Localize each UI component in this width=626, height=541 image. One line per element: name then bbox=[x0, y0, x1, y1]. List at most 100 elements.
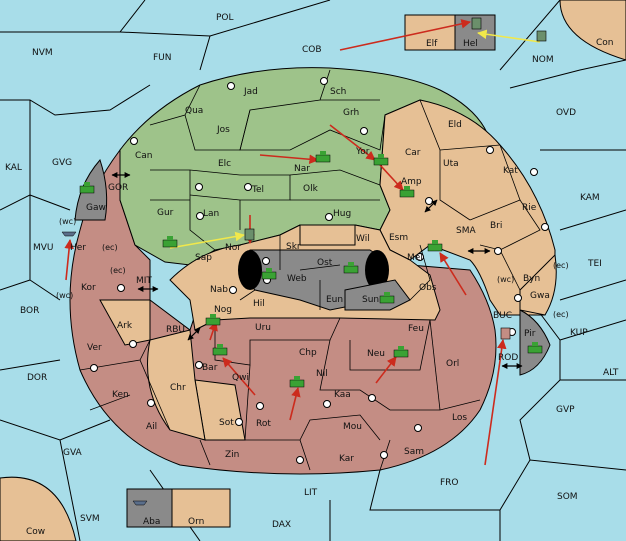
label-sch: Sch bbox=[330, 87, 346, 97]
label-ver: Ver bbox=[87, 343, 102, 353]
label-elc: Elc bbox=[218, 159, 231, 169]
label-skr: Skr bbox=[286, 242, 301, 252]
army-units bbox=[79, 151, 543, 388]
label-kor-ec: (ec) bbox=[110, 266, 126, 275]
label-chp: Chp bbox=[299, 348, 317, 358]
label-kor: Kor bbox=[81, 283, 96, 293]
fleet-icon bbox=[500, 327, 511, 340]
label-tei: TEI bbox=[587, 259, 602, 269]
province-elf[interactable] bbox=[404, 14, 456, 51]
adjacency-arrows bbox=[111, 172, 523, 369]
army-icon bbox=[162, 236, 178, 248]
black-hole-left bbox=[238, 250, 262, 290]
province-gwa[interactable] bbox=[519, 253, 557, 316]
label-web: Web bbox=[287, 274, 307, 284]
label-bar: Bar bbox=[202, 363, 218, 373]
army-icon bbox=[427, 240, 443, 252]
label-kam: KAM bbox=[580, 193, 600, 203]
label-mou: Mou bbox=[343, 422, 362, 432]
label-gvg: GVG bbox=[52, 158, 72, 168]
black-hole-right bbox=[365, 250, 389, 290]
fleet-icon bbox=[244, 228, 255, 241]
label-yor: Yor bbox=[355, 147, 370, 157]
label-mvu: MVU bbox=[33, 243, 54, 253]
fleet-units bbox=[61, 17, 547, 506]
label-eun: Eun bbox=[326, 295, 343, 305]
army-icon bbox=[393, 346, 409, 358]
province-orn[interactable] bbox=[171, 488, 231, 528]
label-bor: BOR bbox=[20, 306, 39, 316]
fleet-icon bbox=[61, 231, 77, 237]
label-jad: Jad bbox=[243, 87, 258, 97]
label-nvm: NVM bbox=[32, 48, 53, 58]
army-icon bbox=[379, 292, 395, 304]
label-rbu: RBU bbox=[166, 325, 185, 335]
label-gur: Gur bbox=[157, 208, 174, 218]
label-alt: ALT bbox=[603, 368, 619, 378]
label-rod: ROD bbox=[498, 353, 518, 363]
label-cob: COB bbox=[302, 45, 322, 55]
province-aba[interactable] bbox=[126, 488, 173, 528]
label-qwi: Qwi bbox=[232, 373, 249, 383]
label-byn-wc: (wc) bbox=[497, 275, 514, 284]
fleet-icon bbox=[471, 17, 482, 30]
label-gaw: Gaw bbox=[86, 203, 106, 213]
army-icon bbox=[205, 314, 221, 326]
label-uru: Uru bbox=[255, 323, 271, 333]
label-rie: Rie bbox=[522, 203, 537, 213]
map-labels: POL NVM FUN COB NOM Con Elf Hel OVD KAL … bbox=[5, 13, 619, 537]
label-som: SOM bbox=[557, 492, 578, 502]
province-chr[interactable] bbox=[147, 329, 206, 441]
army-icon bbox=[315, 151, 331, 163]
label-lit: LIT bbox=[304, 488, 318, 498]
label-eld: Eld bbox=[448, 120, 462, 130]
label-rot: Rot bbox=[256, 419, 271, 429]
fleet-icon bbox=[536, 30, 547, 42]
label-mit: MIT bbox=[136, 276, 152, 286]
label-sap: Sap bbox=[195, 253, 212, 263]
army-icon bbox=[212, 344, 228, 356]
label-ost: Ost bbox=[317, 258, 333, 268]
label-pol: POL bbox=[216, 13, 234, 23]
label-her: Her bbox=[70, 243, 86, 253]
label-orl: Orl bbox=[446, 359, 459, 369]
label-wil: Wil bbox=[356, 234, 370, 244]
label-her-wc: (wc) bbox=[59, 217, 76, 226]
army-icon bbox=[79, 182, 95, 194]
label-gor: GOR bbox=[108, 183, 128, 193]
label-byn-ec: (ec) bbox=[553, 261, 569, 270]
label-orn: Orn bbox=[188, 517, 204, 527]
label-kup: KUP bbox=[570, 328, 588, 338]
label-obs: Obs bbox=[419, 283, 437, 293]
label-bri: Bri bbox=[490, 221, 502, 231]
label-zin: Zin bbox=[225, 450, 239, 460]
label-uta: Uta bbox=[443, 159, 459, 169]
label-dor: DOR bbox=[27, 373, 47, 383]
army-icon bbox=[527, 342, 543, 354]
label-nab: Nab bbox=[210, 285, 228, 295]
label-can: Can bbox=[135, 151, 153, 161]
label-ovd: OVD bbox=[556, 108, 576, 118]
army-icon bbox=[399, 186, 415, 198]
label-ken: Ken bbox=[112, 390, 129, 400]
label-esm: Esm bbox=[389, 233, 408, 243]
label-qua: Qua bbox=[185, 106, 203, 116]
label-fro: FRO bbox=[440, 478, 459, 488]
label-mel: Mel bbox=[407, 253, 423, 263]
label-ail: Ail bbox=[146, 422, 157, 432]
label-aba: Aba bbox=[143, 517, 160, 527]
label-grh: Grh bbox=[343, 108, 359, 118]
label-fun: FUN bbox=[153, 53, 172, 63]
label-hug: Hug bbox=[333, 209, 351, 219]
province-wil-patch bbox=[299, 224, 356, 246]
label-amp: Amp bbox=[401, 177, 422, 187]
label-cow: Cow bbox=[26, 527, 45, 537]
label-chr: Chr bbox=[170, 383, 186, 393]
label-sot: Sot bbox=[219, 418, 234, 428]
label-jos: Jos bbox=[216, 125, 230, 135]
label-svm: SVM bbox=[80, 514, 100, 524]
label-car: Car bbox=[405, 148, 421, 158]
label-kar: Kar bbox=[339, 454, 354, 464]
label-neu: Neu bbox=[367, 349, 385, 359]
label-gva: GVA bbox=[63, 448, 83, 458]
